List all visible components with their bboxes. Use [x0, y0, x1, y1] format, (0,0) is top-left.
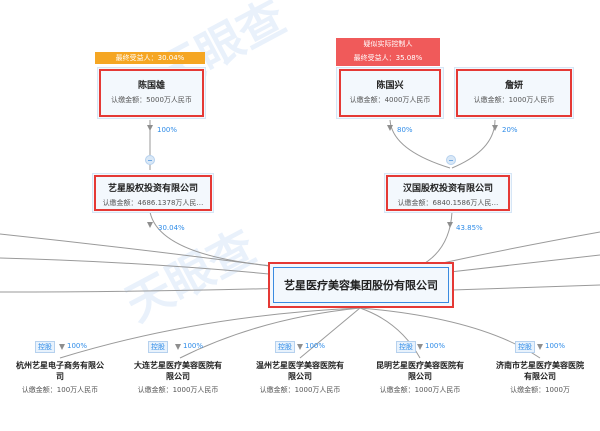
subsidiary-name: 昆明艺星医疗美容医院有 [376, 361, 464, 370]
arrow-icon [59, 344, 65, 350]
subsidiary-name: 杭州艺星电子商务有限公 [16, 361, 104, 370]
collapse-icon[interactable] [145, 155, 155, 165]
company-capital: 认缴金额：4686.1378万人民… [102, 199, 204, 207]
subsidiary-card[interactable]: 昆明艺星医疗美容医院有 限公司 认缴金额：1000万人民币 [366, 360, 474, 408]
shareholder-capital: 认缴金额：1000万人民币 [473, 96, 555, 104]
holding-tag: 控股 [275, 341, 295, 353]
holding-company-card[interactable]: 汉国股权投资有限公司 认缴金额：6840.1586万人民… [384, 173, 512, 213]
arrow-icon [175, 344, 181, 350]
collapse-icon[interactable] [446, 155, 456, 165]
holding-tag: 控股 [148, 341, 168, 353]
beneficiary-tag: 最终受益人：30.04% [95, 52, 205, 64]
main-company-card[interactable]: 艺星医疗美容集团股份有限公司 [268, 262, 454, 308]
shareholder-name: 陈国兴 [376, 81, 404, 91]
shareholder-name: 詹妍 [504, 81, 523, 91]
holding-company-card[interactable]: 艺星股权投资有限公司 认缴金额：4686.1378万人民… [92, 173, 214, 213]
shareholder-capital: 认缴金额：5000万人民币 [111, 96, 192, 104]
company-name: 艺星股权投资有限公司 [107, 184, 198, 194]
ratio-label: 100% [183, 342, 204, 350]
subsidiary-name-cont: 司 [56, 372, 64, 381]
arrow-icon [387, 125, 393, 131]
ratio-label: 43.85% [456, 224, 483, 232]
subsidiary-name-cont: 有限公司 [524, 372, 556, 381]
subsidiary-name: 大连艺星医疗美容医院有 [134, 361, 222, 370]
shareholder-card[interactable]: 詹妍 认缴金额：1000万人民币 [454, 67, 574, 119]
subsidiary-card[interactable]: 温州艺星医学美容医院有 限公司 认缴金额：1000万人民币 [246, 360, 354, 408]
company-capital: 认缴金额：6840.1586万人民… [397, 199, 499, 207]
main-company-name: 艺星医疗美容集团股份有限公司 [273, 267, 449, 303]
subsidiary-card[interactable]: 大连艺星医疗美容医院有 限公司 认缴金额：1000万人民币 [124, 360, 232, 408]
holding-tag: 控股 [396, 341, 416, 353]
subsidiary-card[interactable]: 济南市艺星医疗美容医院 有限公司 认缴金额：1000万 [486, 360, 594, 408]
ratio-label: 80% [397, 126, 413, 134]
subsidiary-name-cont: 限公司 [408, 372, 432, 381]
beneficiary-tag: 最终受益人：35.08% [336, 52, 440, 66]
arrow-icon [447, 222, 453, 228]
ratio-label: 100% [425, 342, 446, 350]
arrow-icon [147, 125, 153, 131]
subsidiary-capital: 认缴金额：1000万人民币 [259, 386, 341, 394]
subsidiary-card[interactable]: 杭州艺星电子商务有限公 司 认缴金额：100万人民币 [6, 360, 114, 408]
subsidiary-capital: 认缴金额：1000万人民币 [379, 386, 461, 394]
shareholder-name: 陈国雄 [137, 81, 165, 91]
ratio-label: 100% [67, 342, 88, 350]
subsidiary-capital: 认缴金额：1000万 [510, 386, 570, 394]
ratio-label: 100% [305, 342, 326, 350]
subsidiary-name-cont: 限公司 [166, 372, 190, 381]
ratio-label: 30.04% [158, 224, 185, 232]
arrow-icon [147, 222, 153, 228]
ratio-label: 100% [545, 342, 566, 350]
subsidiary-name-cont: 限公司 [288, 372, 312, 381]
holding-tag: 控股 [515, 341, 535, 353]
ratio-label: 100% [157, 126, 178, 134]
shareholder-card[interactable]: 陈国雄 认缴金额：5000万人民币 [97, 67, 206, 119]
subsidiary-capital: 认缴金额：1000万人民币 [137, 386, 219, 394]
arrow-icon [417, 344, 423, 350]
company-name: 汉国股权投资有限公司 [402, 184, 493, 194]
actual-controller-tag: 疑似实际控制人 [336, 38, 440, 52]
shareholder-capital: 认缴金额：4000万人民币 [349, 96, 431, 104]
subsidiary-capital: 认缴金额：100万人民币 [21, 386, 99, 394]
arrow-icon [297, 344, 303, 350]
holding-tag: 控股 [35, 341, 55, 353]
arrow-icon [537, 344, 543, 350]
ratio-label: 20% [502, 126, 518, 134]
arrow-icon [492, 125, 498, 131]
subsidiary-name: 济南市艺星医疗美容医院 [496, 361, 584, 370]
shareholder-card[interactable]: 陈国兴 认缴金额：4000万人民币 [336, 67, 444, 119]
subsidiary-name: 温州艺星医学美容医院有 [256, 361, 344, 370]
